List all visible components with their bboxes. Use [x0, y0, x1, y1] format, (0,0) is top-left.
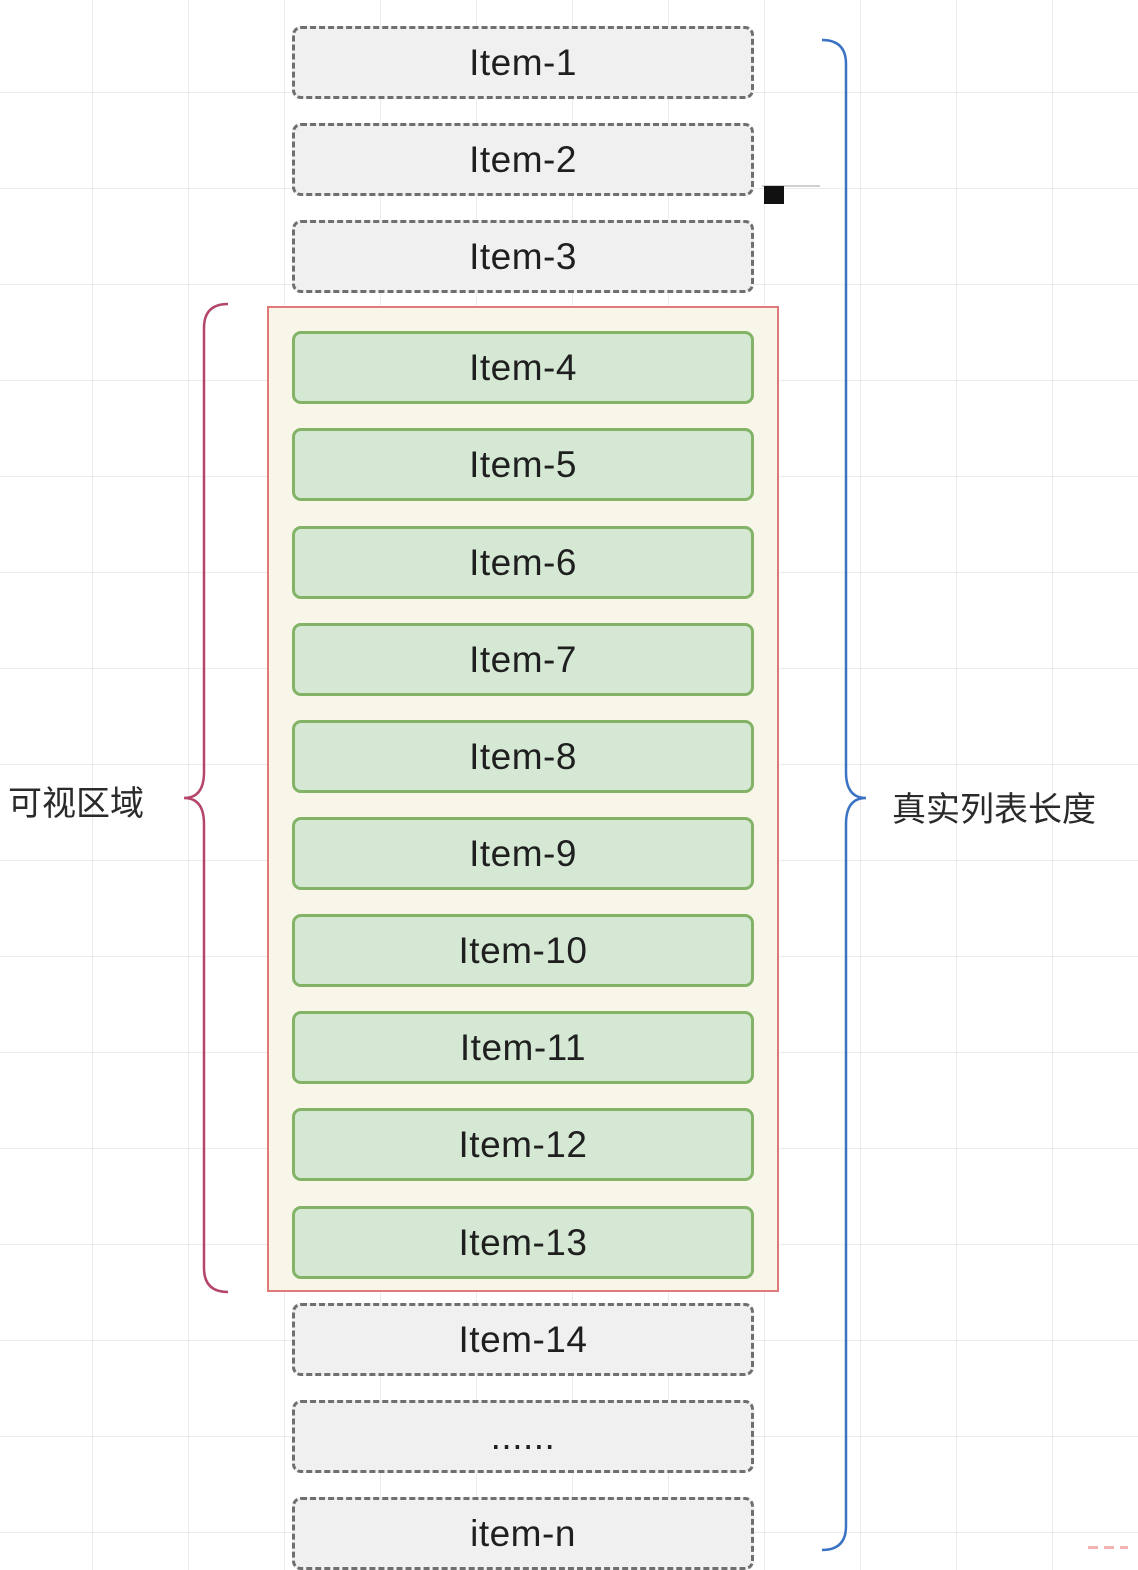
list-item: Item-6 [292, 526, 754, 599]
list-item: item-n [292, 1497, 754, 1570]
list-item: Item-11 [292, 1011, 754, 1084]
list-item: Item-9 [292, 817, 754, 890]
list-item: Item-12 [292, 1108, 754, 1181]
list-item: Item-7 [292, 623, 754, 696]
list-item: Item-4 [292, 331, 754, 404]
corner-dash-mark [1088, 1546, 1128, 1549]
list-item: Item-14 [292, 1303, 754, 1376]
left-brace [183, 302, 229, 1294]
selection-handle [764, 186, 784, 204]
list-item: ...... [292, 1400, 754, 1473]
right-brace [821, 38, 867, 1552]
list-item: Item-2 [292, 123, 754, 196]
list-item: Item-10 [292, 914, 754, 987]
list-item: Item-5 [292, 428, 754, 501]
list-item: Item-13 [292, 1206, 754, 1279]
visible-area-label: 可视区域 [8, 784, 144, 824]
connector-stub [762, 185, 820, 187]
real-length-label: 真实列表长度 [892, 790, 1096, 830]
list-item: Item-1 [292, 26, 754, 99]
list-item: Item-8 [292, 720, 754, 793]
list-item: Item-3 [292, 220, 754, 293]
